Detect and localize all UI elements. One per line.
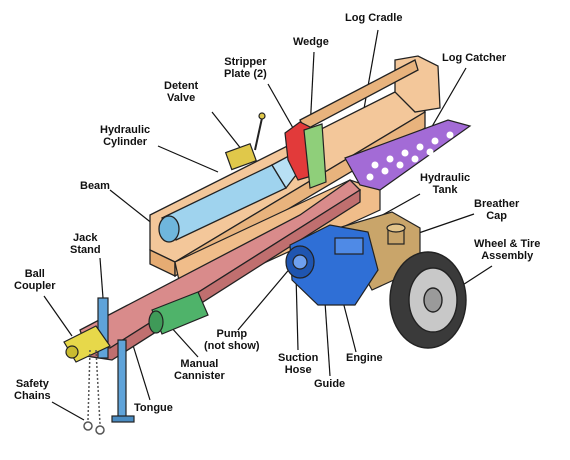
breather-cap-shape xyxy=(387,224,405,244)
label-guide: Guide xyxy=(314,378,345,390)
label-wedge: Wedge xyxy=(293,36,329,48)
label-log-cradle: Log Cradle xyxy=(345,12,402,24)
label-engine: Engine xyxy=(346,352,383,364)
wheel-shape xyxy=(390,252,466,348)
label-beam: Beam xyxy=(80,180,110,192)
label-tongue: Tongue xyxy=(134,402,173,414)
label-pump: Pump(not show) xyxy=(204,328,260,352)
safety-chains-shape xyxy=(84,350,104,434)
label-log-catcher: Log Catcher xyxy=(442,52,506,64)
